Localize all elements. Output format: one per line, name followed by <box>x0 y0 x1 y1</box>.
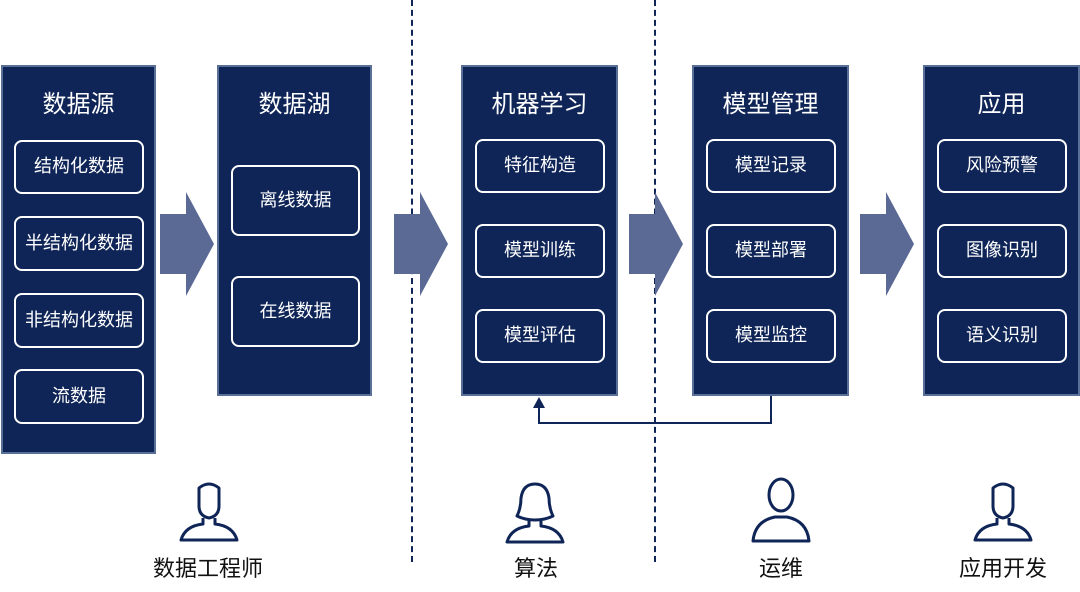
role-label-data-engineer: 数据工程师 <box>152 557 263 582</box>
item-semi-structured-data: 半结构化数据 <box>14 216 144 271</box>
person-icon <box>751 477 811 543</box>
item-offline-data: 离线数据 <box>231 165 360 236</box>
item-online-data: 在线数据 <box>231 276 360 347</box>
item-risk-warning: 风险预警 <box>937 139 1067 193</box>
arrow-right-icon <box>394 192 448 296</box>
divider-left <box>411 0 413 562</box>
column-machine-learning: 机器学习 特征构造 模型训练 模型评估 <box>461 65 618 396</box>
column-application: 应用 风险预警 图像识别 语义识别 <box>923 65 1080 396</box>
item-image-recognition: 图像识别 <box>937 224 1067 278</box>
column-title: 应用 <box>977 90 1026 118</box>
item-unstructured-data: 非结构化数据 <box>14 293 144 348</box>
person-icon <box>505 482 565 544</box>
role-label-app-development: 应用开发 <box>958 557 1047 582</box>
item-model-training: 模型训练 <box>475 224 605 278</box>
arrow-right-icon <box>160 192 214 296</box>
column-data-source: 数据源 结构化数据 半结构化数据 非结构化数据 流数据 <box>1 65 156 454</box>
role-label-operations: 运维 <box>758 557 803 582</box>
item-model-evaluation: 模型评估 <box>475 309 605 363</box>
item-feature-construction: 特征构造 <box>475 139 605 193</box>
item-semantic-recognition: 语义识别 <box>937 309 1067 363</box>
column-title: 机器学习 <box>491 90 588 118</box>
role-label-algorithm: 算法 <box>513 557 558 582</box>
item-structured-data: 结构化数据 <box>14 140 144 194</box>
item-model-recording: 模型记录 <box>706 139 836 193</box>
column-model-management: 模型管理 模型记录 模型部署 模型监控 <box>692 65 849 396</box>
column-data-lake: 数据湖 离线数据 在线数据 <box>217 65 372 396</box>
person-icon <box>179 482 239 542</box>
arrow-right-icon <box>629 192 683 296</box>
arrow-right-icon <box>860 192 914 296</box>
column-title: 数据湖 <box>258 90 331 118</box>
column-title: 数据源 <box>42 90 115 118</box>
item-model-deployment: 模型部署 <box>706 224 836 278</box>
person-icon <box>973 482 1033 542</box>
column-title: 模型管理 <box>722 90 819 118</box>
item-model-monitoring: 模型监控 <box>706 309 836 363</box>
item-stream-data: 流数据 <box>14 369 144 424</box>
